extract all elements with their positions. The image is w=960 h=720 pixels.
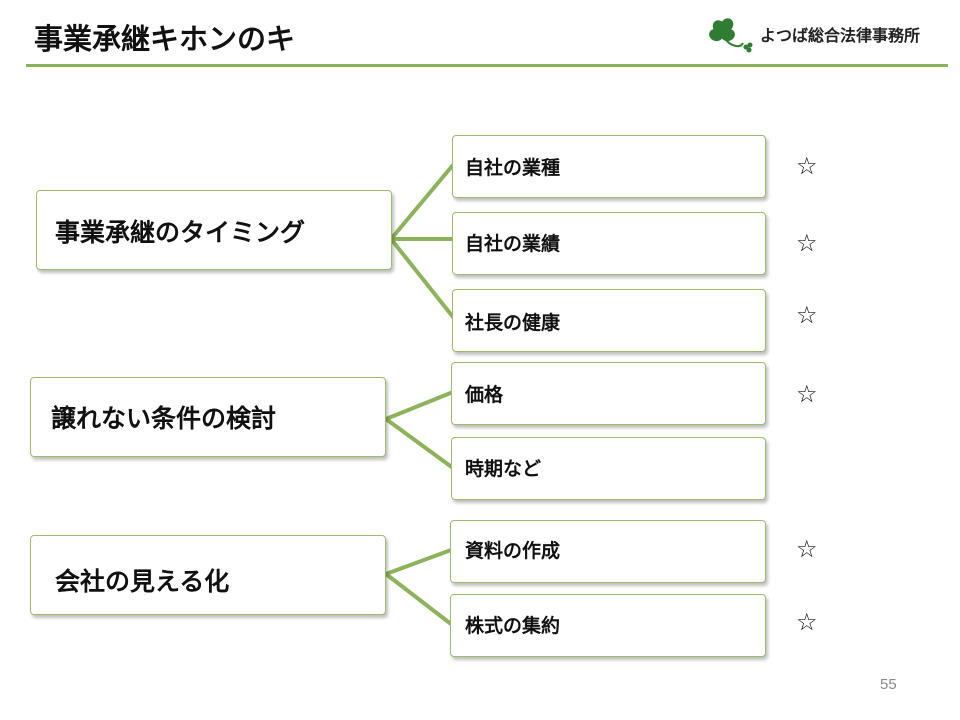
connector-line	[384, 417, 455, 470]
title-underline	[26, 64, 948, 67]
sub-box-label: 資料の作成	[465, 540, 561, 562]
connector-line	[389, 163, 455, 241]
firm-logo: よつば総合法律事務所	[706, 16, 946, 56]
main-box-timing: 事業承継のタイミング	[36, 190, 392, 270]
star-mark: ☆	[796, 229, 818, 257]
main-box-visibility: 会社の見える化	[30, 535, 386, 615]
sub-box: 時期など	[451, 437, 766, 500]
main-box-label: 会社の見える化	[55, 567, 230, 596]
sub-box: 価格	[451, 362, 766, 425]
firm-name: よつば総合法律事務所	[760, 26, 921, 45]
clover-icon	[709, 18, 753, 53]
sub-box-label: 自社の業績	[465, 233, 561, 255]
star-mark: ☆	[796, 301, 818, 329]
connector-line	[384, 390, 455, 421]
connector-line	[389, 237, 455, 319]
sub-box: 自社の業種	[452, 135, 766, 198]
sub-box: 資料の作成	[450, 520, 766, 583]
connector-line	[384, 572, 453, 626]
sub-box: 株式の集約	[450, 594, 766, 657]
slide-title: 事業承継キホンのキ	[34, 22, 296, 56]
sub-box: 自社の業績	[452, 212, 766, 275]
main-box-label: 事業承継のタイミング	[55, 218, 306, 247]
sub-box-label: 社長の健康	[465, 312, 561, 334]
sub-box-label: 時期など	[465, 458, 542, 480]
star-mark: ☆	[796, 608, 818, 636]
main-box-conditions: 譲れない条件の検討	[30, 377, 386, 457]
main-box-label: 譲れない条件の検討	[51, 404, 277, 433]
sub-box-label: 自社の業種	[465, 157, 561, 179]
sub-box-label: 価格	[465, 384, 504, 406]
star-mark: ☆	[796, 535, 818, 563]
page-number: 55	[880, 676, 897, 693]
sub-box: 社長の健康	[452, 289, 766, 352]
connector-line	[384, 548, 453, 576]
star-mark: ☆	[796, 380, 818, 408]
sub-box-label: 株式の集約	[465, 615, 561, 637]
star-mark: ☆	[796, 152, 818, 180]
